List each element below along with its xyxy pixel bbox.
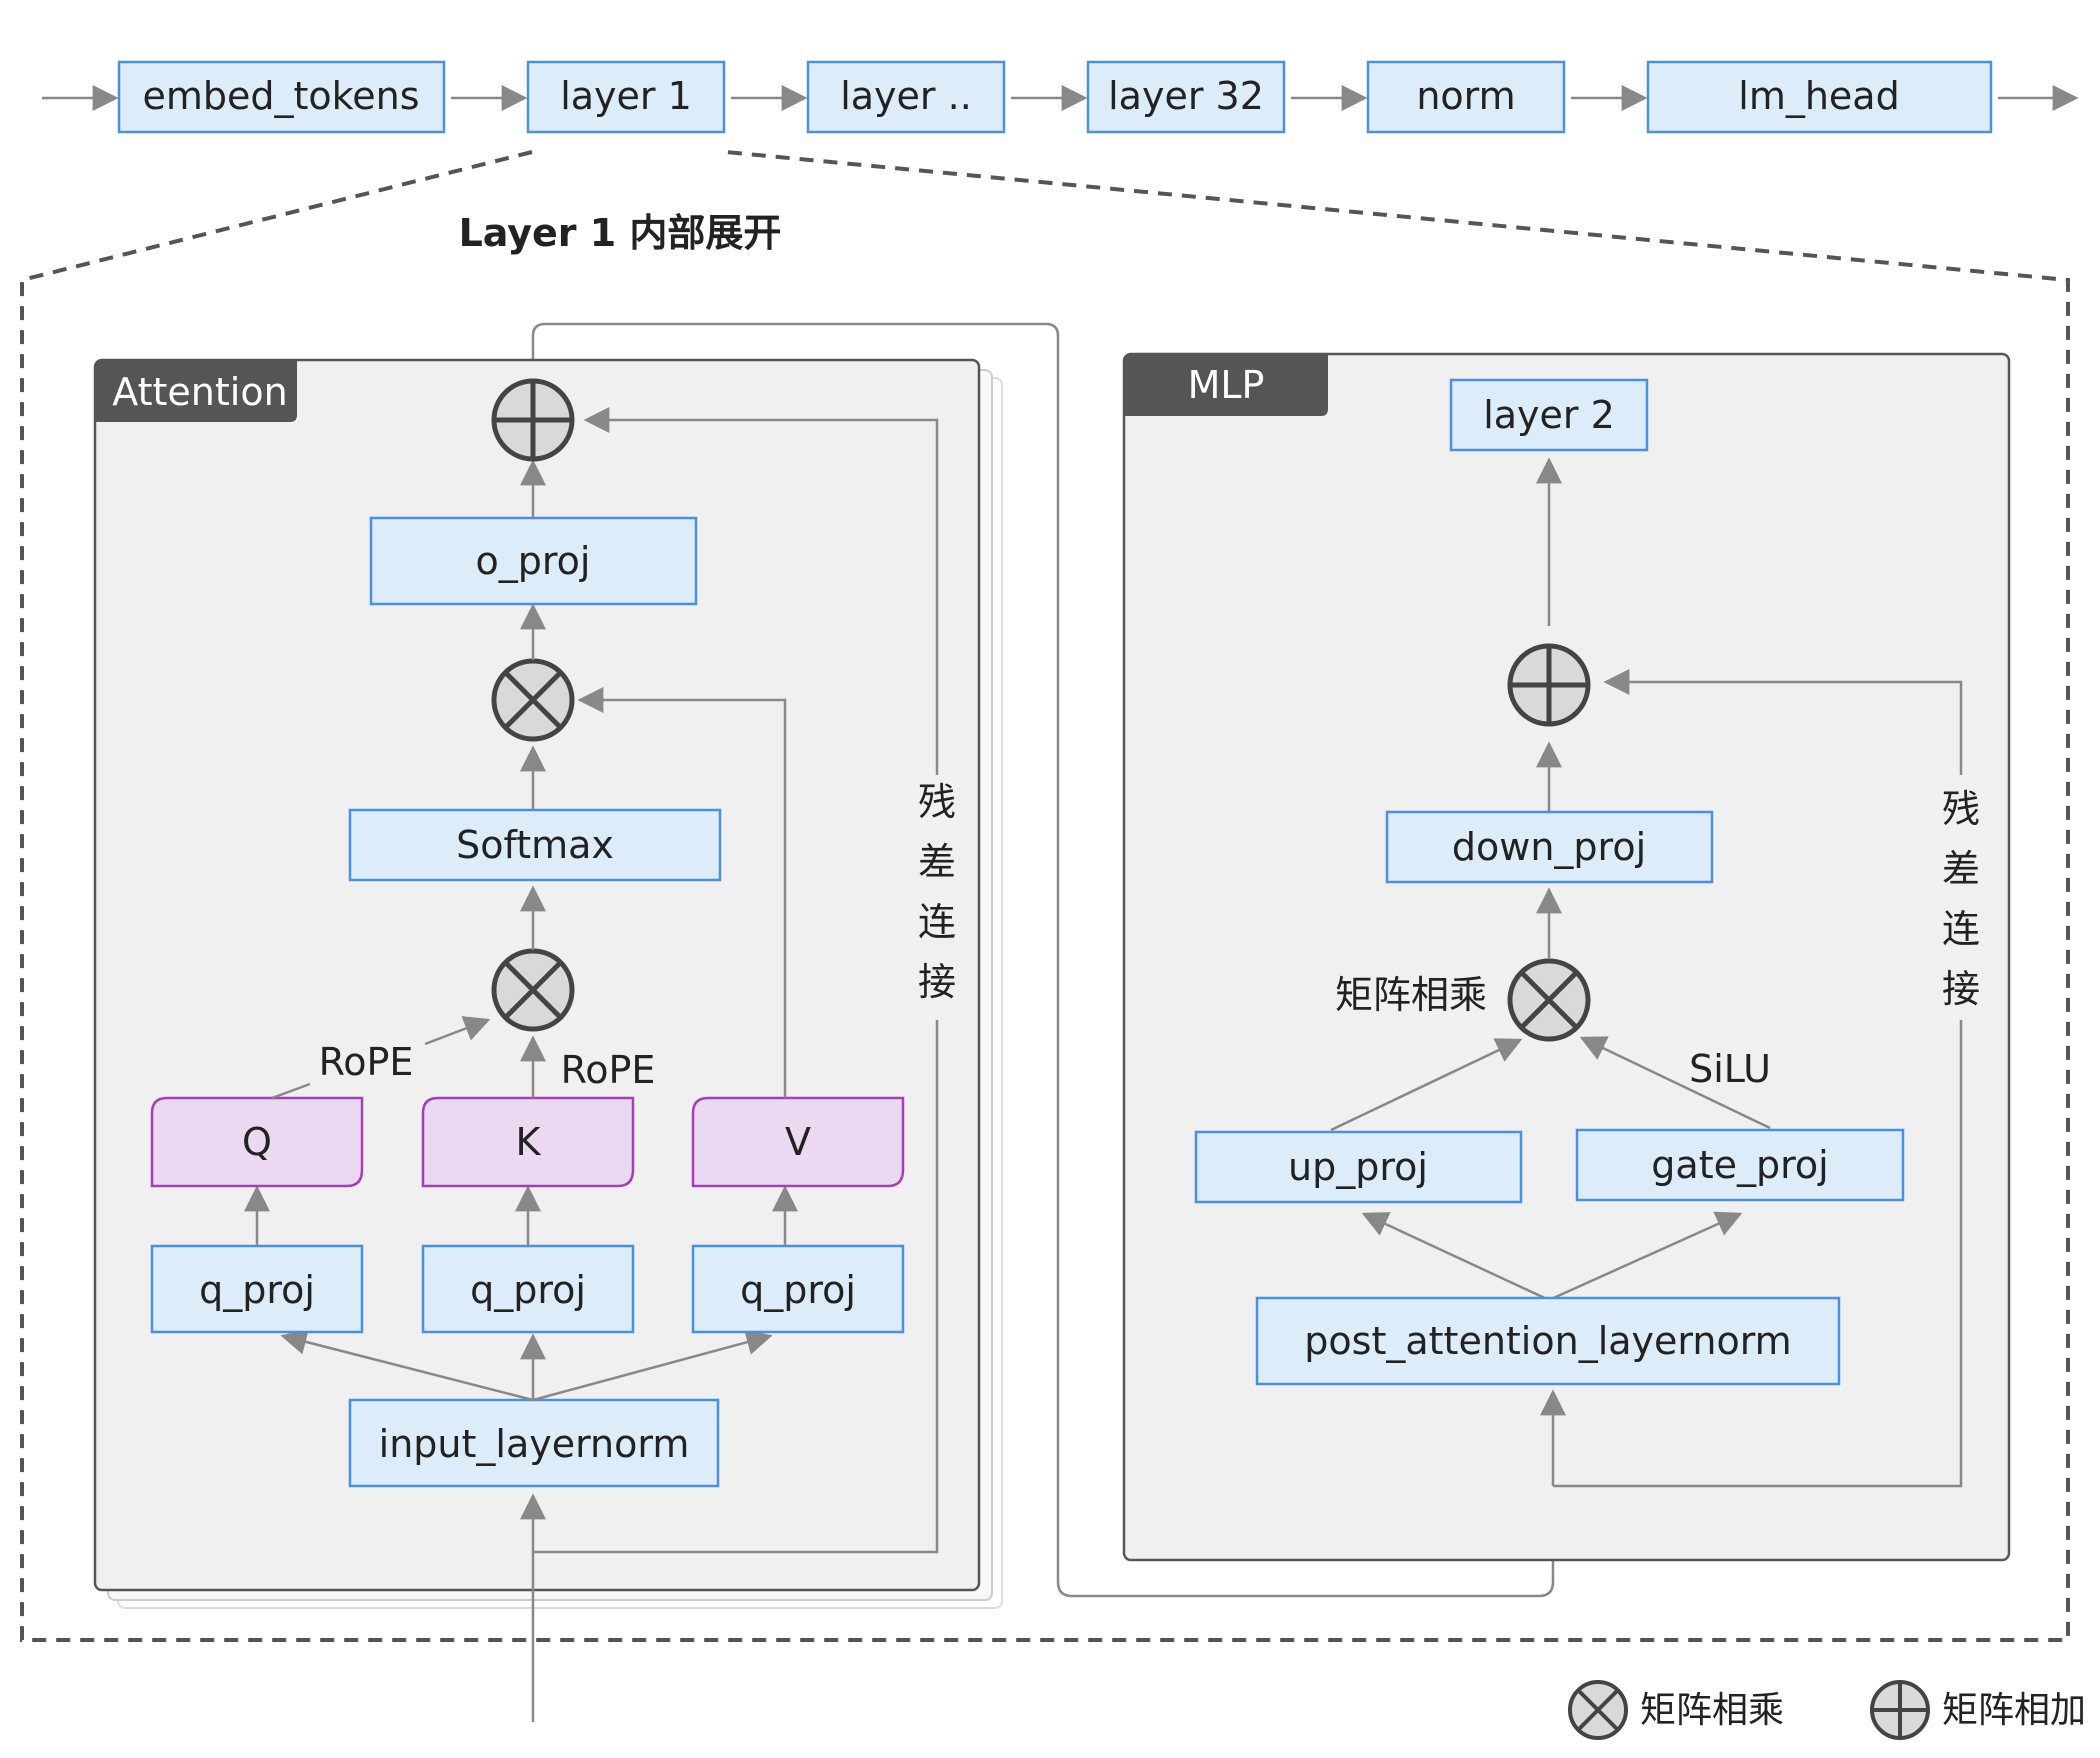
legend: 矩阵相乘 矩阵相加	[1568, 1680, 2086, 1740]
softmax-label: Softmax	[456, 823, 614, 867]
embed-tokens-label: embed_tokens	[142, 74, 419, 118]
mlp-residual-upper	[1603, 669, 1963, 775]
matadd-attention-icon	[491, 378, 575, 462]
arrow-ln-to-proj3	[532, 1329, 773, 1402]
lm-head-label: lm_head	[1738, 74, 1899, 118]
o-proj-label: o_proj	[476, 539, 591, 583]
post-attention-layernorm-box	[1255, 1296, 1841, 1386]
input-layernorm-label: input_layernorm	[379, 1422, 690, 1466]
gate-proj-label: gate_proj	[1651, 1143, 1828, 1187]
lm-head-box	[1646, 60, 1993, 134]
down-proj-label: down_proj	[1452, 825, 1646, 869]
attention-residual-lower	[533, 1020, 939, 1554]
q-box	[150, 1096, 364, 1188]
expansion-title: Layer 1 内部展开	[459, 211, 782, 255]
matmul-mlp-icon	[1507, 958, 1591, 1042]
layer-mid-label: layer ..	[840, 74, 972, 118]
attention-residual-char-4: 接	[918, 960, 956, 1004]
q-proj-label-1: q_proj	[199, 1268, 315, 1312]
k-label: K	[516, 1120, 542, 1164]
legend-matmul-label: 矩阵相乘	[1640, 1690, 1784, 1731]
up-proj-box	[1194, 1130, 1523, 1204]
rope-q-leader	[271, 1082, 311, 1100]
q-proj-box-3	[691, 1244, 905, 1334]
mlp-residual-char-1: 残	[1942, 787, 1980, 831]
arrow-q-to-matmul1	[424, 1016, 491, 1046]
layer1-box	[526, 60, 726, 134]
mlp-tag-bg	[1124, 354, 1328, 416]
q-proj-box-1	[150, 1244, 364, 1334]
mlp-residual-char-4: 接	[1942, 967, 1980, 1011]
q-proj-label-3: q_proj	[740, 1268, 856, 1312]
attention-residual-char-2: 差	[918, 840, 956, 884]
layer-residual-route	[531, 322, 1555, 1598]
norm-box	[1366, 60, 1566, 134]
v-label: V	[785, 1120, 811, 1164]
norm-label: norm	[1416, 74, 1515, 118]
attention-tag: Attention	[112, 370, 287, 414]
mlp-tag: MLP	[1188, 363, 1265, 407]
layer-mid-box	[806, 60, 1006, 134]
legend-matmul-icon	[1568, 1680, 1628, 1740]
mlp-panel-bg	[1122, 352, 2011, 1562]
layer32-label: layer 32	[1108, 74, 1264, 118]
rope-q-label: RoPE	[319, 1040, 414, 1084]
mlp-residual-lower	[1553, 1020, 1963, 1488]
legend-matadd-label: 矩阵相加	[1942, 1690, 2086, 1731]
arrow-postln-to-upproj	[1361, 1212, 1550, 1302]
layer1-label: layer 1	[560, 74, 692, 118]
q-label: Q	[242, 1120, 272, 1164]
arrow-upproj-to-matmul	[1330, 1038, 1523, 1132]
up-proj-label: up_proj	[1288, 1145, 1428, 1189]
down-proj-box	[1385, 810, 1714, 884]
matmul-v-icon	[491, 658, 575, 742]
attention-residual-upper	[583, 407, 939, 775]
matadd-mlp-icon	[1507, 643, 1591, 727]
layer32-box	[1086, 60, 1286, 134]
expansion-dashed-frame	[20, 150, 2070, 1642]
mlp-residual-char-3: 连	[1942, 907, 1980, 951]
silu-label: SiLU	[1689, 1047, 1771, 1091]
o-proj-box	[369, 516, 698, 606]
attention-residual-char-1: 残	[918, 780, 956, 824]
v-box	[691, 1096, 905, 1188]
attention-tag-bg	[95, 360, 297, 422]
q-proj-label-2: q_proj	[470, 1268, 586, 1312]
embed-tokens-box	[117, 60, 446, 134]
mlp-matmul-label: 矩阵相乘	[1335, 973, 1487, 1017]
rope-k-label: RoPE	[561, 1048, 656, 1092]
pipeline: embed_tokens layer 1 layer .. layer 32 n…	[42, 60, 2079, 134]
legend-matadd-icon	[1870, 1680, 1930, 1740]
softmax-box	[348, 808, 722, 882]
mlp-residual-char-2: 差	[1942, 847, 1980, 891]
arrow-gateproj-to-matmul	[1579, 1036, 1771, 1130]
attention-panel: Attention 残 差 连 接 input_layernorm q_proj…	[93, 358, 1003, 1722]
k-box	[421, 1096, 635, 1188]
layer2-label: layer 2	[1483, 393, 1615, 437]
post-attention-layernorm-label: post_attention_layernorm	[1304, 1319, 1791, 1363]
mlp-panel: MLP layer 2 残 差 连 接 down_proj 矩阵相乘	[1122, 352, 2011, 1562]
attention-residual-char-3: 连	[918, 900, 956, 944]
matmul-qk-icon	[491, 948, 575, 1032]
arrow-v-to-matmul2	[577, 687, 787, 1098]
layer2-box	[1449, 378, 1649, 452]
arrow-ln-to-proj1	[280, 1329, 534, 1402]
gate-proj-box	[1575, 1128, 1905, 1202]
arrow-postln-to-gateproj	[1548, 1211, 1743, 1302]
q-proj-box-2	[421, 1244, 635, 1334]
